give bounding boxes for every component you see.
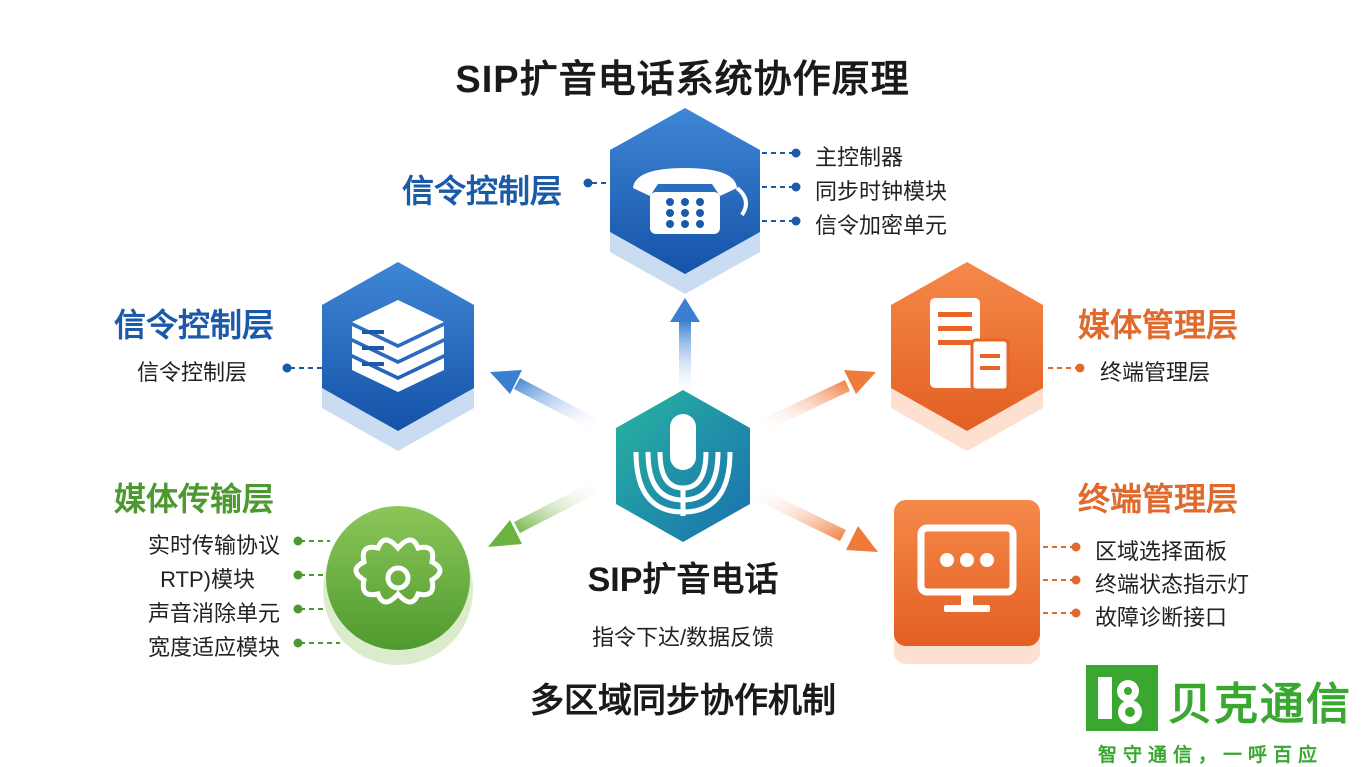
left-lower-node-item-3: 声音消除单元 [147, 601, 280, 626]
right-upper-hexagon [891, 262, 1043, 451]
telephone-icon [633, 168, 748, 234]
top-node-title: 信令控制层 [402, 173, 563, 209]
arrow-upper-right [760, 370, 876, 431]
connector-dots [282, 148, 1085, 648]
left-lower-node-item-4: 宽度适应模块 [147, 635, 280, 660]
right-lower-tile [894, 500, 1040, 664]
left-upper-hexagon [322, 262, 474, 451]
documents-icon [930, 298, 1010, 392]
monitor-icon [917, 524, 1017, 612]
right-upper-node-title: 媒体管理层 [1078, 307, 1239, 343]
left-lower-node-item-1: 实时传输协议 [147, 533, 280, 558]
right-lower-node-title: 终端管理层 [1078, 481, 1239, 517]
connectors [290, 152, 1078, 644]
arrow-lower-right [754, 488, 878, 552]
arrow-upper-left [490, 370, 600, 431]
left-upper-node-item-1: 信令控制层 [137, 360, 248, 385]
top-node-item-2: 同步时钟模块 [815, 179, 948, 204]
right-lower-node-item-2: 终端状态指示灯 [1095, 572, 1250, 597]
right-lower-node-item-3: 故障诊断接口 [1095, 605, 1228, 630]
left-lower-circle [323, 506, 473, 665]
right-lower-node-item-1: 区域选择面板 [1095, 539, 1228, 564]
flower-icon [353, 537, 443, 605]
center-hexagon [616, 390, 750, 542]
page-title: SIP扩音电话系统协作原理 [455, 59, 910, 101]
top-node-item-3: 信令加密单元 [815, 213, 948, 238]
arrow-lower-left [488, 481, 600, 547]
left-lower-node-title: 媒体传输层 [114, 481, 275, 517]
left-upper-node-title: 信令控制层 [114, 307, 275, 343]
left-lower-node-item-2: RTP)模块 [160, 567, 255, 592]
mechanism-title: 多区域同步协作机制 [530, 682, 836, 720]
top-node-item-1: 主控制器 [815, 145, 904, 170]
center-node-subtitle: 指令下达/数据反馈 [591, 625, 775, 650]
center-node-title: SIP扩音电话 [587, 561, 779, 599]
brand-slogan: 智守通信，一呼百应 [1098, 745, 1324, 766]
top-hexagon [610, 108, 760, 294]
brand-logo-mark [1086, 665, 1158, 731]
brand-name: 贝克通信 [1168, 680, 1352, 729]
arrow-up [670, 298, 700, 400]
microphone-icon [633, 414, 733, 516]
server-stack-icon [352, 300, 444, 392]
right-upper-node-item-1: 终端管理层 [1100, 360, 1211, 385]
